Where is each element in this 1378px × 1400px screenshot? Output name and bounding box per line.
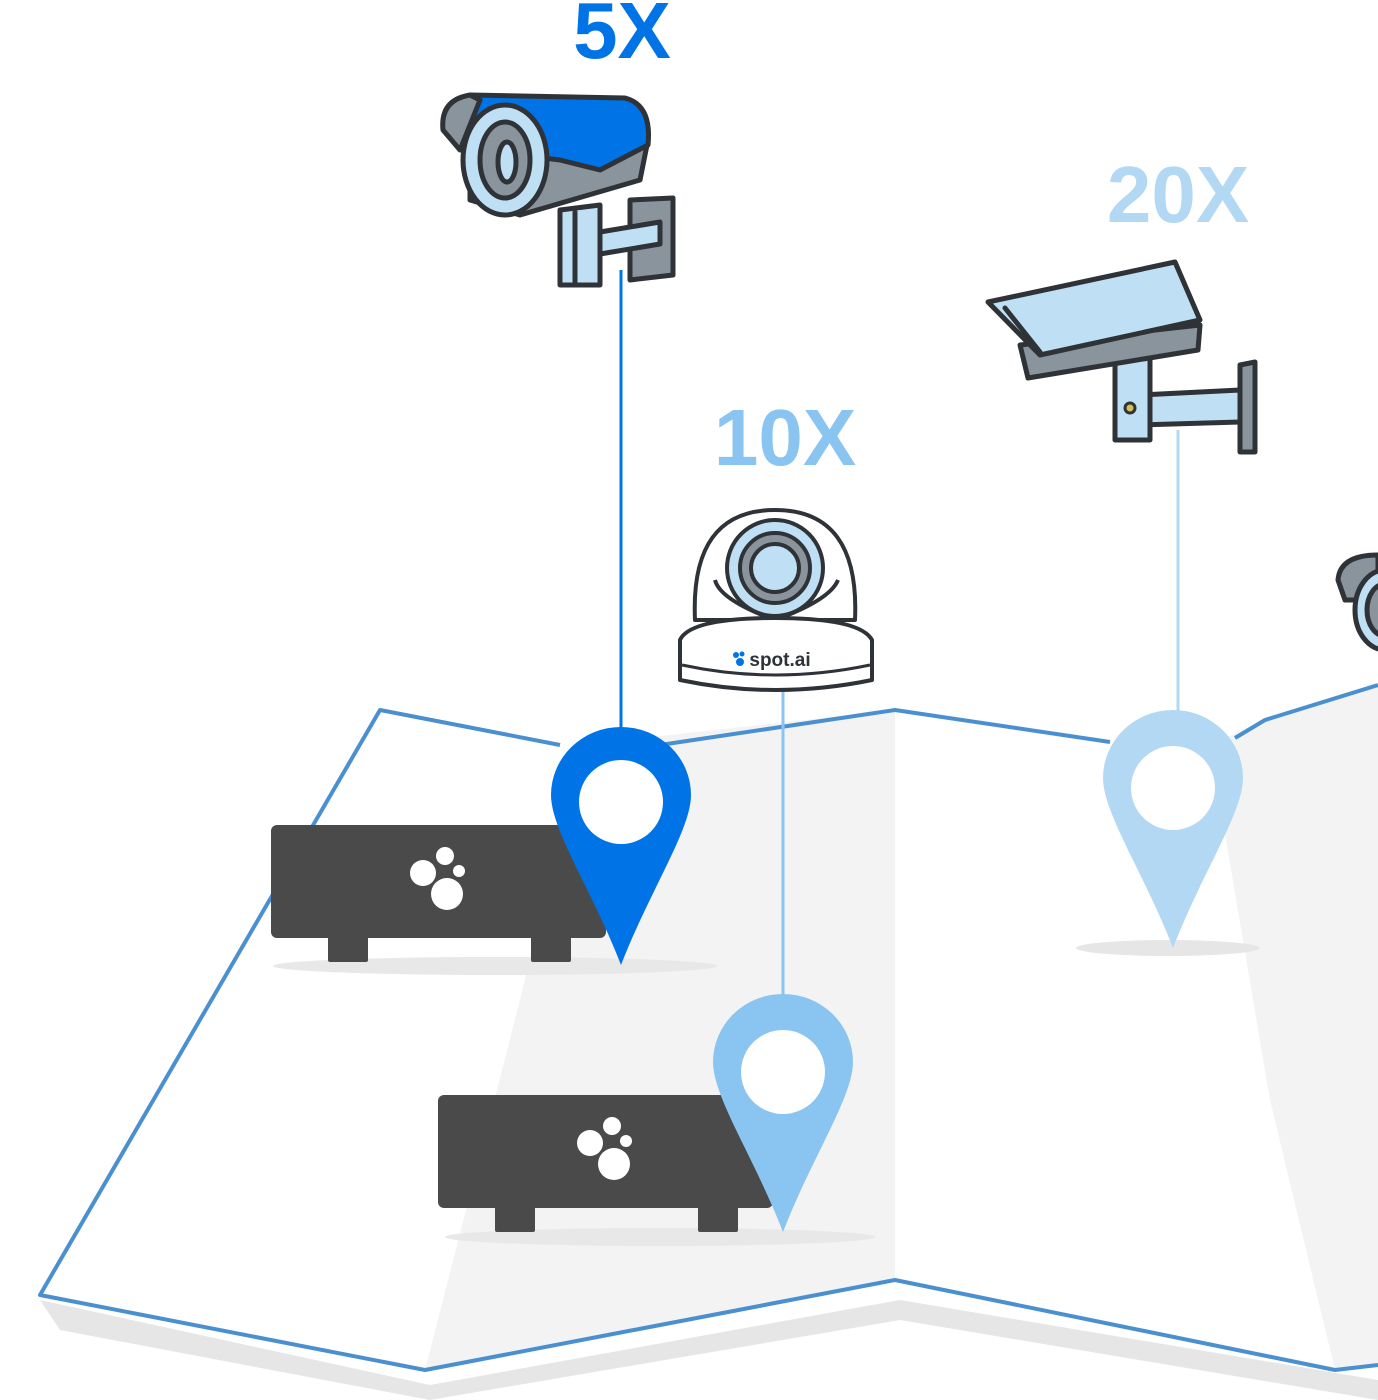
spot-ai-logo-icon: [410, 847, 465, 910]
bullet-camera-icon: [1335, 552, 1378, 652]
bullet-camera-icon: [440, 92, 676, 288]
box-camera-icon: [985, 259, 1258, 455]
zoom-label-20x: 20X: [1107, 150, 1249, 239]
location-pin-icon: [1103, 710, 1243, 948]
location-pin-icon: [713, 994, 853, 1232]
spot-ai-appliance-icon: [438, 1095, 773, 1232]
spot-ai-logo-icon: [733, 651, 745, 666]
dome-brand-label: spot.ai: [749, 650, 810, 671]
dome-camera-icon: spot.ai: [678, 508, 874, 692]
location-pin-icon: [551, 727, 691, 965]
spot-ai-appliance-icon: [271, 825, 606, 962]
zoom-label-5x: 5X: [573, 0, 671, 75]
zoom-label-10x: 10X: [714, 393, 856, 482]
spot-ai-logo-icon: [577, 1117, 632, 1180]
